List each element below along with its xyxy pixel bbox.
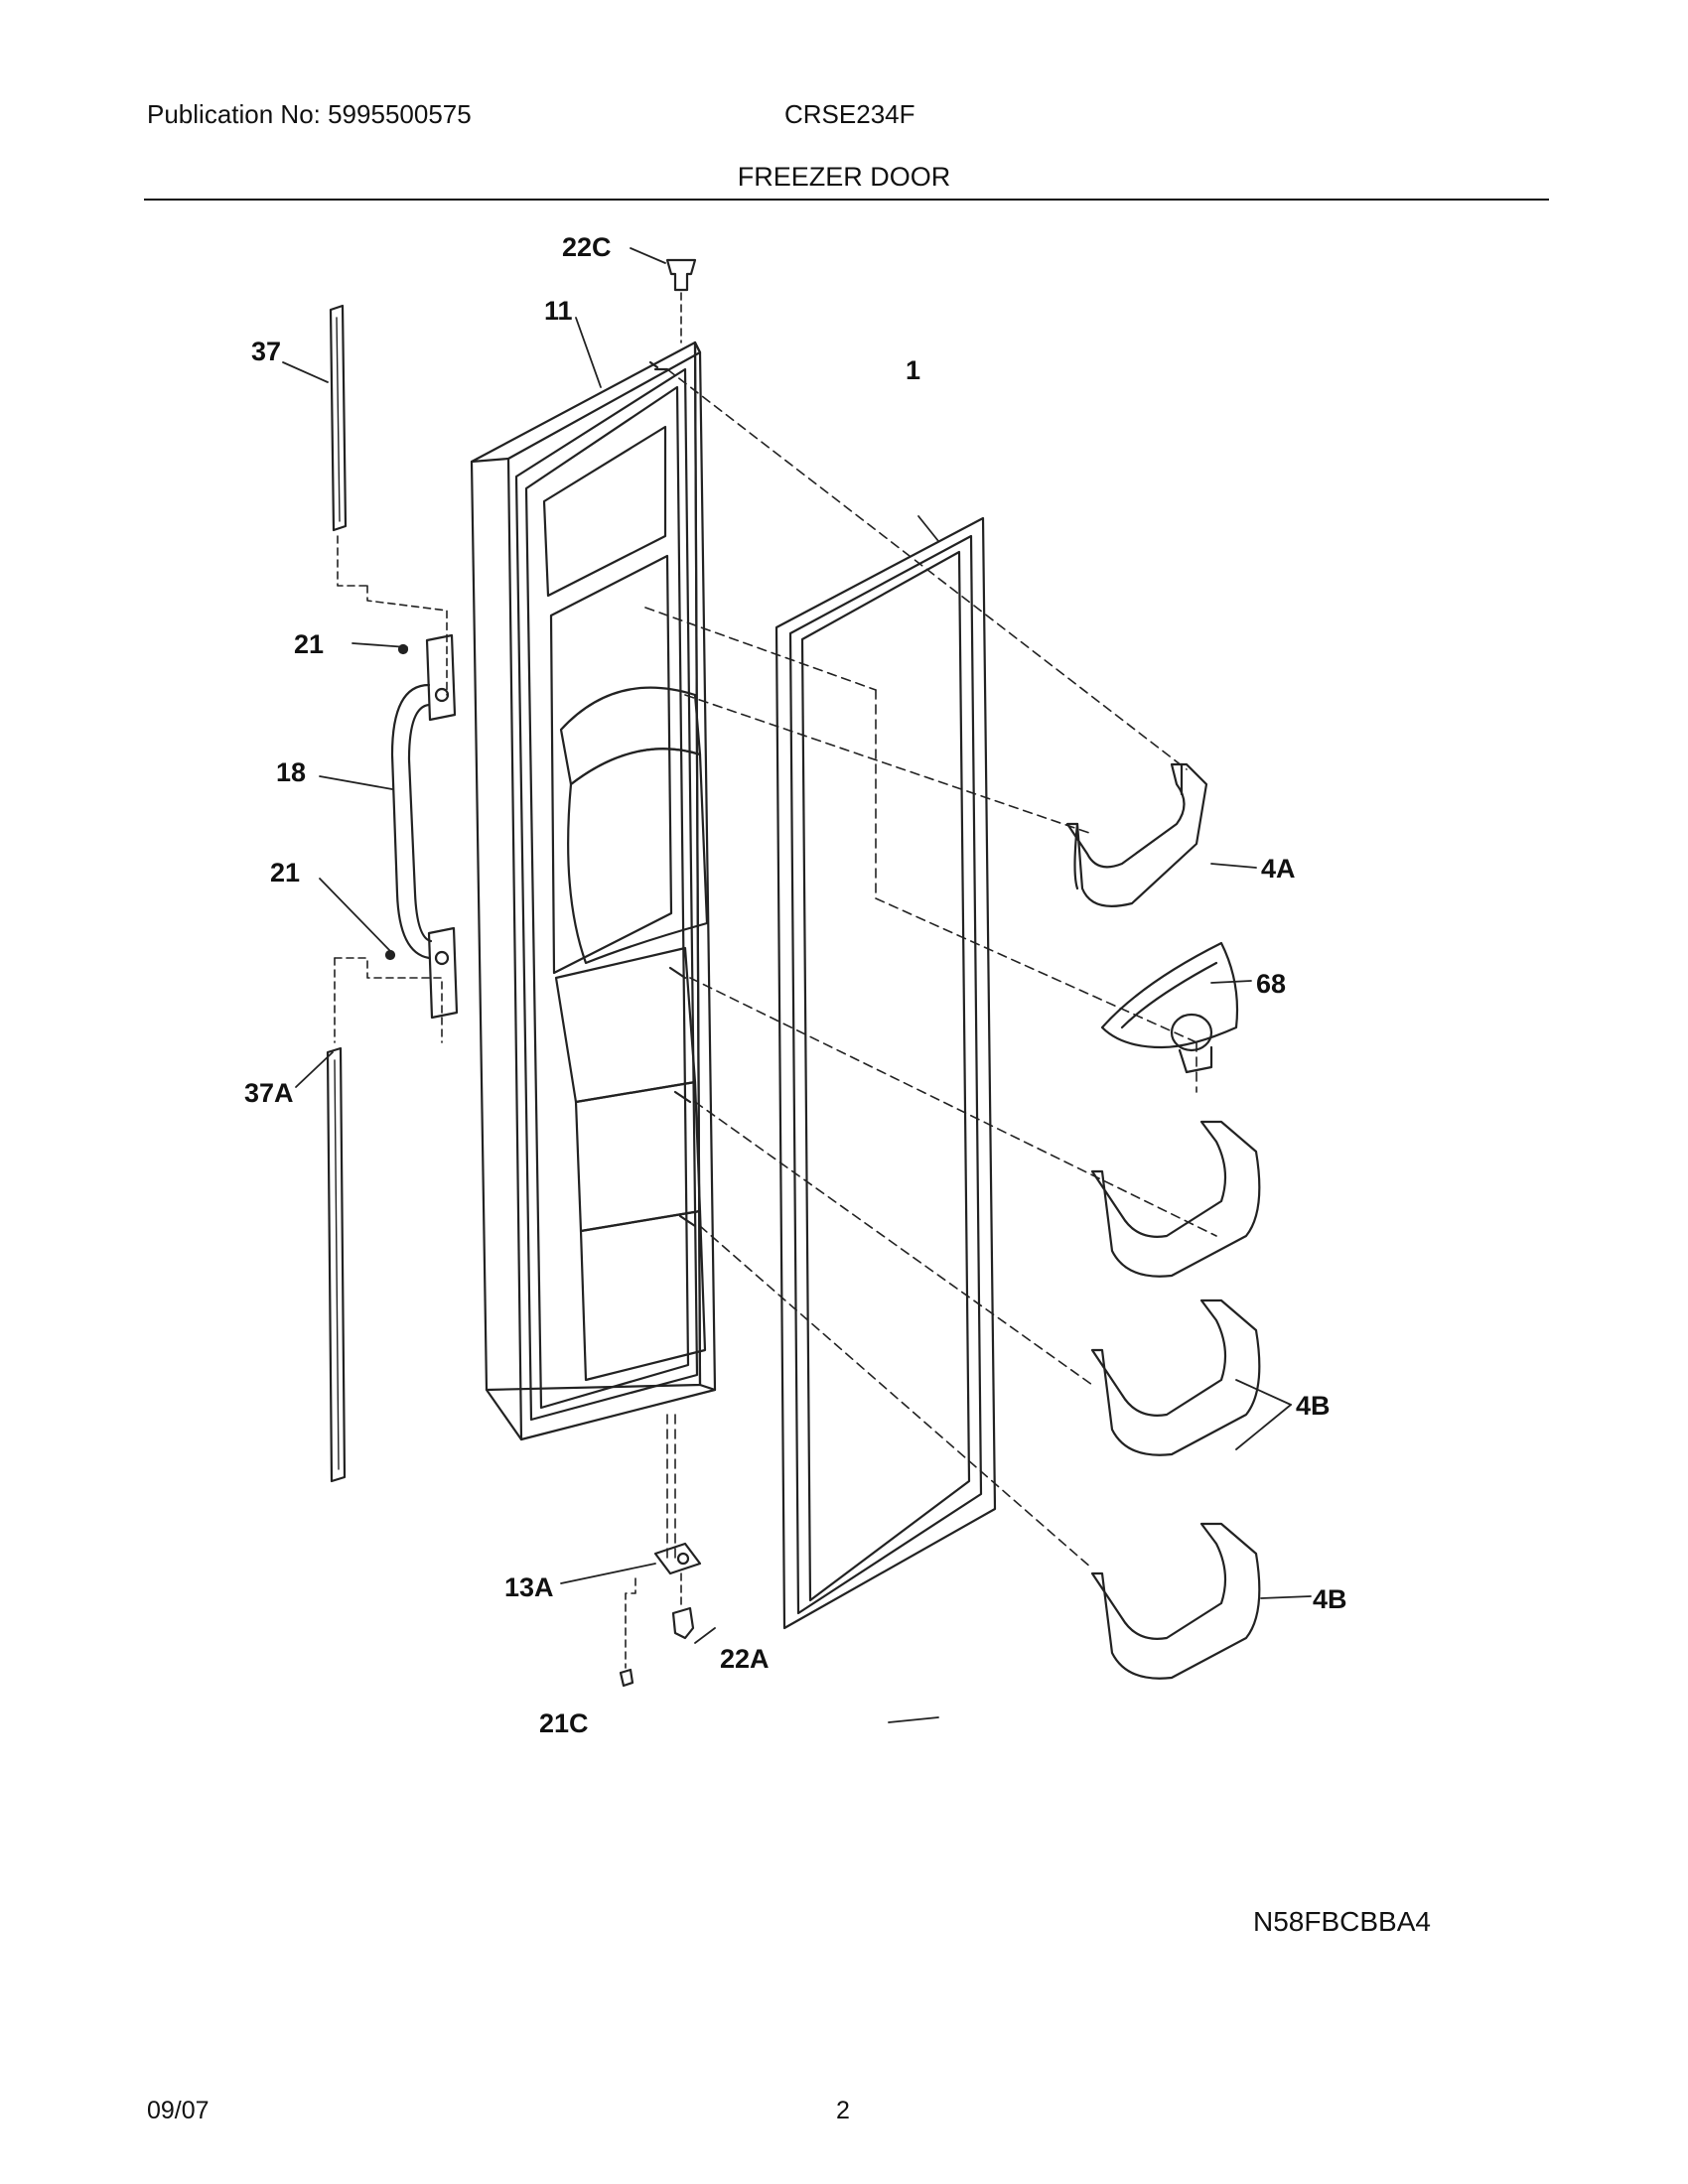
door-bin-4b-lower (1090, 1522, 1261, 1680)
assembly-dashed-lines (644, 368, 1217, 1570)
callout-37a: 37A (244, 1078, 294, 1108)
callout-13a: 13A (504, 1572, 554, 1602)
hinge-13a (625, 1542, 702, 1669)
freezer-door-11 (470, 341, 717, 1441)
model-number: CRSE234F (784, 99, 915, 129)
callout-18: 18 (276, 757, 306, 787)
page-number: 2 (836, 2097, 850, 2124)
screw-21c (619, 1668, 634, 1688)
callout-11: 11 (544, 296, 573, 326)
callout-21c: 21C (539, 1708, 589, 1738)
ice-guide-68 (1100, 941, 1239, 1074)
trim-37 (329, 304, 448, 696)
door-gasket-1 (774, 516, 997, 1630)
header-rule (144, 199, 1549, 201)
callout-1: 1 (906, 355, 920, 385)
footer-date: 09/07 (147, 2097, 210, 2124)
publication-number: Publication No: 5995500575 (147, 99, 472, 129)
pin-22a (671, 1572, 695, 1640)
callout-21-bottom: 21 (270, 858, 300, 887)
pin-22c (630, 247, 697, 343)
screw-21-bottom (384, 949, 396, 961)
callout-22c: 22C (562, 232, 612, 262)
callout-37: 37 (251, 337, 281, 366)
callout-4b-upper: 4B (1296, 1391, 1331, 1421)
diagram-code: N58FBCBBA4 (1253, 1906, 1431, 1937)
callout-22a: 22A (720, 1644, 770, 1674)
trim-37a (326, 957, 443, 1483)
callout-4a: 4A (1261, 854, 1296, 884)
callout-21-top: 21 (294, 629, 324, 659)
callout-4b-lower: 4B (1313, 1584, 1347, 1614)
section-title: FREEZER DOOR (737, 162, 951, 192)
door-bin-4b-upper (1090, 1120, 1261, 1456)
handle-18 (390, 633, 459, 1020)
screw-21-top (397, 643, 409, 655)
leader-lines (282, 317, 1312, 1723)
callout-68: 68 (1256, 969, 1286, 999)
door-bin-4a (1065, 762, 1208, 907)
